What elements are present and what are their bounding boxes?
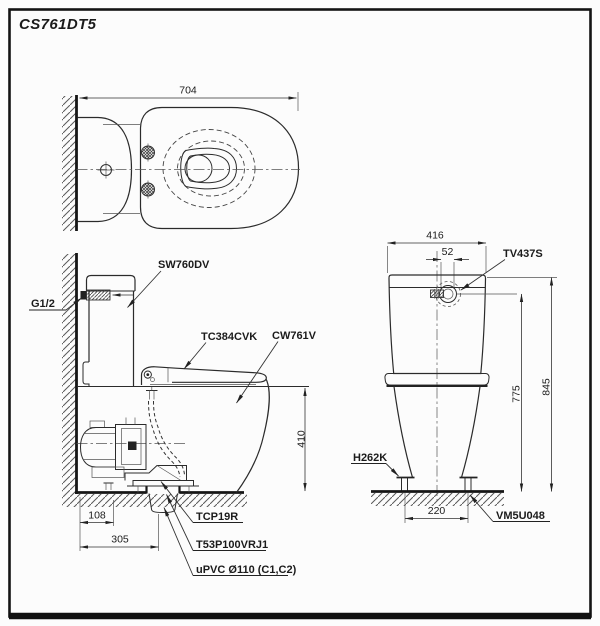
supply-fitting: [80, 289, 133, 301]
drain-pipe: [148, 493, 178, 514]
drawing-title: CS761DT5: [19, 16, 97, 33]
label-floor-fitting: VM5U048: [469, 494, 550, 522]
label-t53p100vrj1: T53P100VRJ1: [196, 539, 268, 551]
label-upvc: uPVC Ø110 (C1,C2): [196, 564, 297, 576]
dim-label-305: 305: [111, 534, 129, 546]
label-sw760dv: SW760DV: [158, 259, 210, 271]
mounting-bolt-left: [396, 476, 415, 491]
sheet-border: [8, 8, 592, 620]
label-tcp19r: TCP19R: [196, 511, 238, 523]
label-supply: G1/2: [29, 297, 82, 311]
dim-305: 305: [79, 514, 159, 551]
wall-hatch-side: [62, 254, 77, 494]
label-g12: G1/2: [31, 298, 55, 310]
label-tc384cvk: TC384CVK: [201, 331, 257, 343]
dim-410: 410: [296, 387, 308, 492]
label-vm5u048: VM5U048: [496, 510, 545, 522]
seat-hinge-bolts: [141, 143, 155, 199]
top-view: 704: [62, 85, 300, 231]
dim-416: 416: [387, 230, 487, 273]
dim-label-416: 416: [426, 230, 444, 242]
label-pipe: uPVC Ø110 (C1,C2): [163, 507, 297, 576]
wall-hatch: [62, 96, 77, 231]
label-h262k: H262K: [353, 452, 387, 464]
side-view: G1/2 SW760DV TC384CVK: [29, 253, 317, 576]
dim-label-52: 52: [442, 246, 454, 258]
label-joint: T53P100VRJ1: [166, 494, 268, 551]
label-seat: TC384CVK: [183, 331, 257, 370]
bowl-front-curve: [236, 379, 270, 493]
label-bolt: H262K: [351, 452, 399, 477]
dim-845: 845: [541, 277, 554, 492]
water-surface: [180, 147, 238, 190]
seat-front: [384, 373, 490, 387]
dim-label-775: 775: [511, 385, 523, 403]
mounting-bolt-right: [459, 476, 478, 491]
seat-side: [140, 366, 267, 385]
dim-label-108: 108: [88, 510, 106, 522]
dim-220: 220: [404, 493, 469, 523]
flush-mechanism: [76, 400, 199, 494]
bowl-rim-hidden: [162, 129, 256, 208]
label-tank: SW760DV: [127, 259, 210, 308]
front-view: 416 52 TV437S: [351, 230, 557, 523]
label-bowl: CW761V: [236, 330, 317, 404]
seat-fixing-bolt: [146, 387, 158, 400]
floor-hatch: [62, 494, 247, 507]
dim-label-220: 220: [428, 505, 446, 517]
stop-valve: [430, 281, 461, 307]
supply-hole: [97, 161, 115, 179]
bowl-inner-hidden: [177, 140, 245, 197]
dim-52: 52: [426, 246, 469, 289]
label-flange: TCP19R: [160, 481, 243, 523]
dim-704: 704: [79, 85, 299, 111]
label-cw761v: CW761V: [272, 330, 317, 342]
dim-label-410: 410: [296, 430, 308, 448]
dim-label-704: 704: [179, 85, 197, 97]
dim-108: 108: [79, 497, 114, 551]
label-stop-valve: TV437S: [460, 248, 543, 291]
label-tv437s: TV437S: [503, 248, 543, 260]
dim-775: 775: [511, 293, 524, 492]
seat-lid-outline: [139, 106, 300, 230]
pedestal-right: [460, 386, 481, 478]
pedestal-left: [393, 386, 414, 478]
dim-label-845: 845: [541, 378, 553, 396]
